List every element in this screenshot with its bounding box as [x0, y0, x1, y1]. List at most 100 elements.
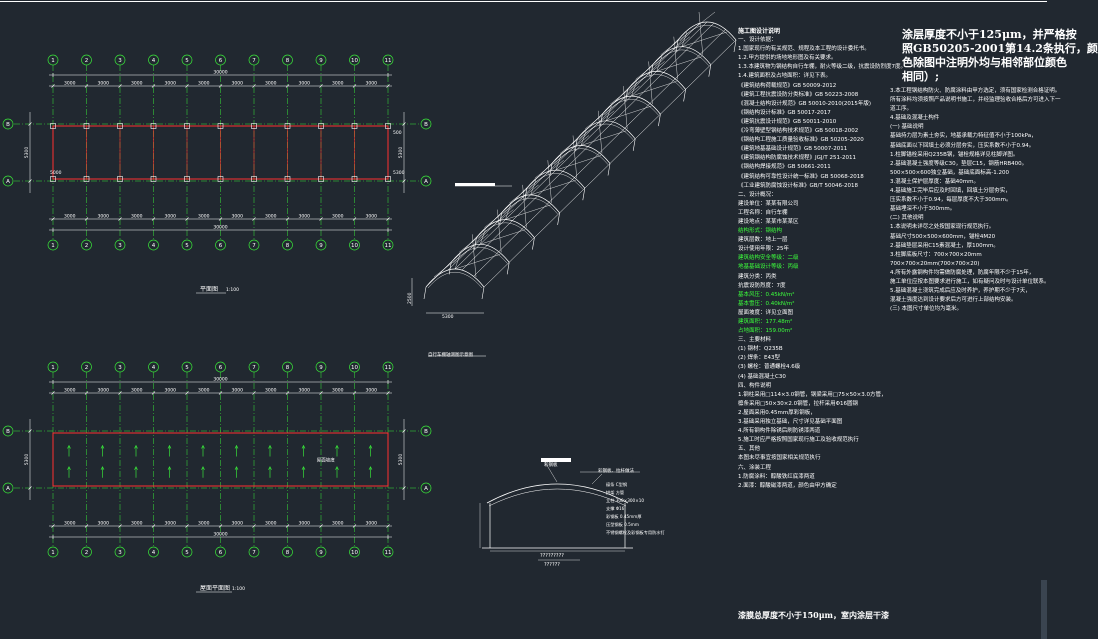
span-dimension-text: 3000: [98, 81, 110, 87]
canopy-column: [600, 114, 603, 127]
slope-arrowhead: [167, 444, 172, 449]
column-marker: [50, 176, 56, 182]
axis-side-bubble: [2, 118, 14, 130]
axis-bubble: [315, 54, 327, 66]
axis-bubble-label: 5: [185, 365, 189, 371]
dim-tick: [84, 391, 89, 395]
arch-frame-inner: [528, 173, 583, 190]
design-note-line: 地基基础设计等级：丙级: [738, 264, 799, 271]
foundation-note-line: 3.柱脚底板尺寸：700×700×20mm: [890, 251, 982, 258]
slope-arrowhead: [368, 444, 373, 449]
canopy-column: [574, 138, 578, 151]
dim-tick: [352, 391, 357, 395]
design-note-line: 三、主要材料: [738, 337, 772, 344]
vertical-scrollbar[interactable]: [1041, 580, 1047, 639]
slope-arrowhead: [234, 444, 239, 449]
design-note-line: (3) 螺栓：普通螺栓4.6级: [738, 364, 801, 371]
axis-side-bubble: [2, 425, 14, 437]
span-dimension-text: 3000: [198, 81, 210, 87]
dim-tick: [28, 179, 32, 183]
span-dimension-text: 3000: [332, 214, 344, 220]
dim-tick: [352, 217, 357, 221]
design-note-line: (1) 钢材：Q235B: [738, 346, 783, 353]
axis-bubble: [349, 361, 360, 373]
dim-tick: [319, 391, 323, 395]
column-marker: [50, 123, 56, 129]
foundation-note-line: 基础底面以下回填土必须分层夯实，压实系数不小于0.94。: [890, 142, 1035, 149]
roof-bracing: [480, 229, 526, 245]
foundation-note-line: (一) 基础说明: [890, 124, 924, 131]
dim-tick: [218, 524, 223, 528]
axis-bubble-label: 8: [286, 243, 290, 249]
design-note-line: (2) 焊条：E43型: [738, 355, 781, 362]
roof-bracing: [454, 254, 501, 270]
axis-bubble: [215, 546, 226, 558]
foundation-note-line: 5.基础混凝土浇筑完成后应及时养护，养护期不少于7天，: [890, 288, 1031, 295]
foundation-note-line: 所有涂料均须按照产品说明书施工，并经监理验收合格后方可进入下一: [890, 97, 1061, 104]
slope-arrowhead: [268, 466, 272, 470]
dim-tick: [28, 429, 32, 433]
canopy-column: [481, 286, 485, 300]
isometric-canopy-view: [411, 11, 737, 357]
coating-requirement-note: 涂层厚度不小于125μm，并严格按照GB50205-2001第14.2条执行，颜…: [902, 28, 1098, 84]
column-marker: [117, 123, 123, 129]
dim-tick: [185, 84, 189, 88]
design-note-line: 1.2.甲方提供的场地地形图及有关要求。: [738, 55, 837, 62]
design-note-line: 1.3.本建筑物为钢结构自行车棚，耐火等级二级，抗震设防烈度7度。: [738, 64, 906, 71]
dim-tick: [319, 84, 323, 88]
section-leader: [544, 461, 558, 483]
axis-side-label: B: [424, 429, 428, 435]
axis-bubble-label: 11: [385, 243, 392, 249]
axis-side-label: B: [6, 429, 10, 435]
axis-bubble-label: 8: [286, 550, 290, 556]
design-note-line: 2.屋面采用0.45mm厚彩钢板，: [738, 409, 816, 416]
section-label-bar: [541, 458, 571, 462]
design-notes-column: 施工图设计说明 一、设计依据：1.国家现行的有关规范、规程及本工程的设计委托书。…: [738, 27, 906, 489]
design-note-line: 《建筑工程抗震设防分类标准》GB 50223-2008: [738, 91, 859, 98]
axis-bubble: [47, 54, 59, 66]
purlin: [454, 21, 708, 270]
section-legend-title: 彩钢板、拉杆做法: [598, 467, 634, 474]
axis-bubble: [315, 361, 327, 373]
dim-tick: [252, 391, 256, 395]
slope-arrowhead: [268, 444, 272, 449]
roof-bracing: [555, 155, 602, 171]
canopy-column: [683, 89, 686, 102]
vertical-dimension-text: 5300: [398, 147, 404, 159]
dim-tick: [386, 84, 390, 88]
axis-bubble-label: 10: [351, 58, 358, 64]
column-marker: [117, 176, 123, 182]
axis-side-label: A: [6, 179, 10, 185]
design-note-line: 《冷弯薄壁型钢结构技术规范》GB 50018-2002: [738, 128, 859, 135]
canopy-column: [708, 64, 712, 77]
dim-tick: [151, 524, 156, 528]
design-note-line: 《建筑结构可靠性设计统一标准》GB 50068-2018: [738, 173, 864, 180]
canopy-column: [650, 64, 654, 77]
arch-frame-inner: [478, 222, 533, 239]
axis-bubble: [315, 239, 327, 251]
axis-bubble-label: 1: [51, 243, 55, 249]
design-note-line: 四、构件说明: [738, 382, 772, 389]
dim-tick: [386, 524, 390, 528]
span-dimension-text: 3000: [232, 214, 244, 220]
design-note-line: 基本风压：0.45kN/m²: [738, 291, 795, 298]
axis-bubble: [181, 54, 193, 66]
span-dimension-text: 3000: [198, 521, 210, 527]
dim-tick: [185, 524, 189, 528]
axis-bubble: [114, 54, 126, 66]
plan1-scale: 1:100: [226, 287, 239, 293]
foundation-note-line: 1.柱脚锚栓采用Q235B钢，锚栓规格详见柱脚详图。: [890, 151, 1019, 158]
span-dimension-text: 3000: [299, 214, 311, 220]
span-dimension-text: 3000: [198, 388, 210, 394]
purlin: [461, 22, 715, 271]
design-note-line: 本图未尽事宜按国家相关规范执行: [738, 455, 821, 462]
axis-bubble-label: 4: [152, 243, 156, 249]
dim-tick: [151, 391, 156, 395]
column-marker: [385, 176, 391, 182]
design-note-line: 《混凝土结构设计规范》GB 50010-2010(2015年版): [738, 100, 872, 107]
slope-arrowhead: [335, 466, 339, 470]
axis-bubble: [282, 361, 293, 373]
canopy-column: [582, 188, 586, 201]
